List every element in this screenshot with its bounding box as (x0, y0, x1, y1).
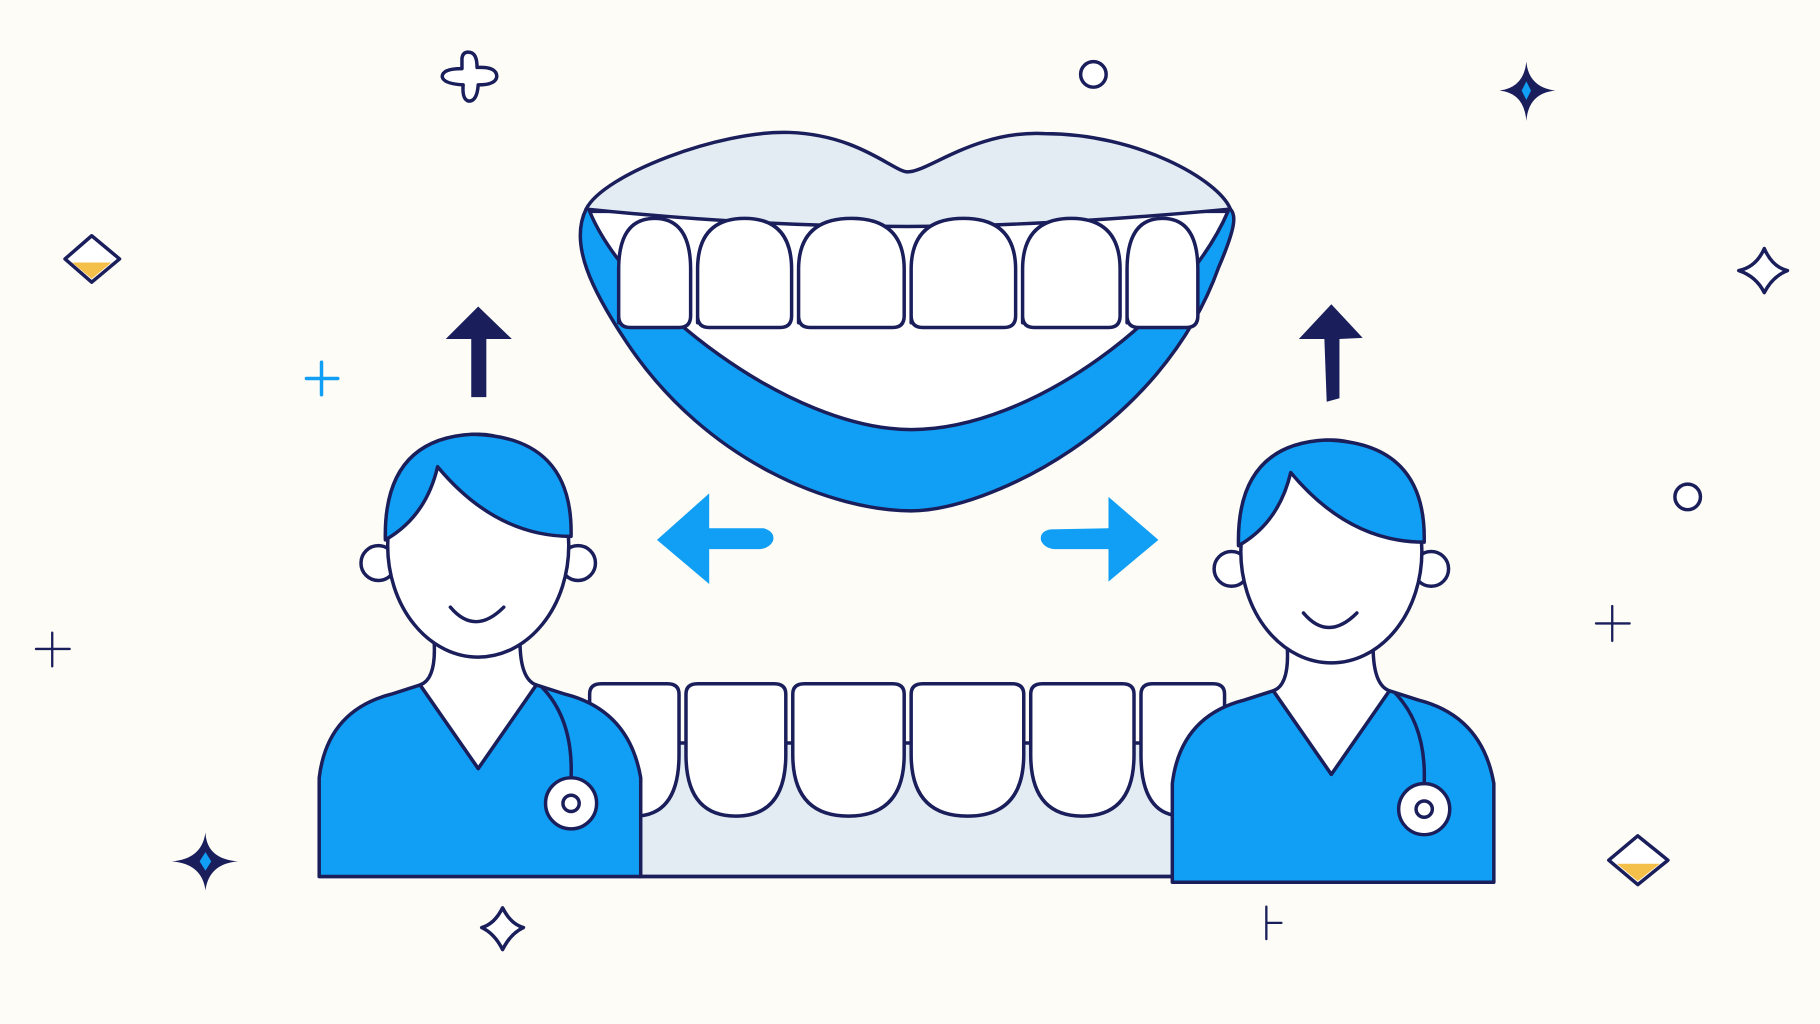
circle-icon (1673, 482, 1703, 512)
dentist-left-icon (317, 432, 643, 879)
upper-tooth (695, 216, 794, 330)
lower-tooth (684, 682, 788, 818)
neck (1271, 644, 1392, 777)
arrow-left-icon (656, 493, 774, 584)
stethoscope-icon (540, 685, 573, 780)
upper-tooth (616, 216, 693, 330)
lower-tooth (1028, 682, 1136, 818)
diamond-icon (63, 234, 122, 284)
upper-tooth (1020, 216, 1122, 330)
plus-icon (440, 50, 499, 103)
upper-tooth (1125, 216, 1200, 330)
upper-teeth-icon (578, 130, 1236, 513)
plus-icon (1265, 905, 1283, 941)
dentist-right-icon (1170, 438, 1496, 885)
arrow-up-icon (445, 306, 512, 398)
lower-tooth (791, 682, 906, 818)
hair (383, 432, 573, 542)
sparkle-icon (199, 852, 212, 871)
lower-teeth-icon (317, 682, 1494, 879)
stethoscope-icon (561, 793, 581, 814)
sparkle-icon (479, 906, 526, 952)
circle-icon (1078, 59, 1108, 89)
upper-tooth (909, 216, 1018, 330)
decorations (34, 50, 1790, 952)
smile (448, 605, 506, 624)
diamond-icon (1607, 834, 1670, 887)
sparkle-icon (1737, 246, 1790, 295)
neck (418, 639, 538, 771)
plus-icon (1594, 604, 1631, 643)
upper-tooth (796, 216, 906, 330)
plus-icon (304, 360, 340, 397)
stethoscope-icon (1393, 691, 1427, 786)
plus-icon (34, 631, 71, 668)
arrow-right-icon (1040, 496, 1159, 582)
smile (1301, 611, 1359, 630)
sparkle-icon (1521, 81, 1531, 100)
arrow-up-icon (1298, 304, 1363, 402)
stethoscope-icon (1414, 799, 1435, 820)
lower-tooth (909, 682, 1026, 818)
hair (1236, 438, 1426, 548)
